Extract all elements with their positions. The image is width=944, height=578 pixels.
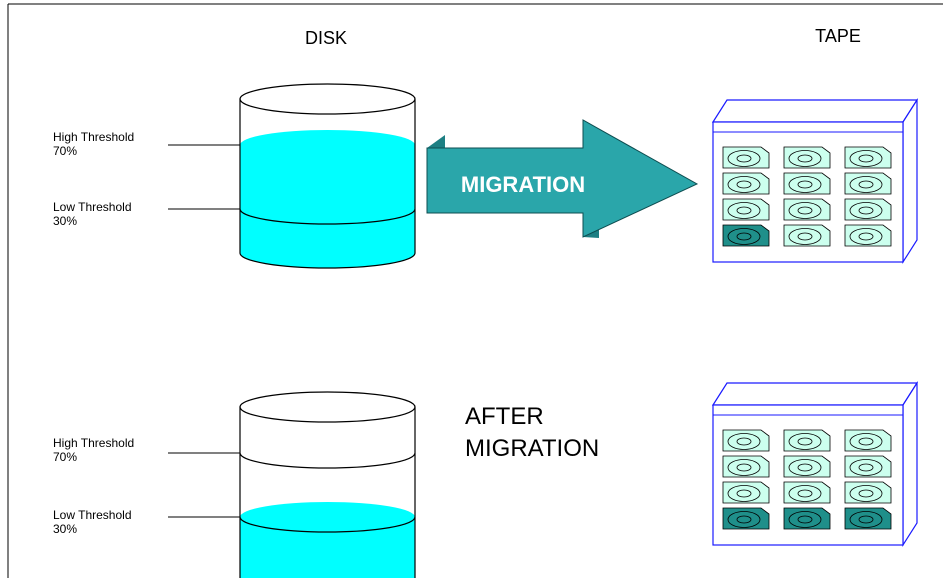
migration-label: MIGRATION (461, 172, 585, 197)
low-threshold-label-top: Low Threshold (53, 200, 132, 214)
tape-cartridge (783, 198, 831, 221)
tape-cartridge (783, 507, 831, 530)
tape-reel-icon (788, 202, 822, 219)
tape-cartridge (844, 455, 892, 478)
disk-top-cap (239, 83, 416, 115)
tape-cartridge (844, 172, 892, 195)
low-threshold-value-top: 30% (53, 214, 77, 228)
tape-cartridge (722, 172, 770, 195)
tape-cartridge (844, 198, 892, 221)
disk-top-cap-bottom (239, 391, 416, 423)
tape-reel-icon (849, 511, 883, 528)
tape-reel-icon (727, 459, 761, 476)
tape-reel-icon (849, 433, 883, 450)
library-top-face (711, 99, 919, 123)
tape-reel-icon (727, 176, 761, 193)
tape-reel-icon (849, 459, 883, 476)
tape-cartridge (722, 146, 770, 169)
tape-cartridge (844, 224, 892, 247)
tape-cartridge (783, 455, 831, 478)
disk-high-level-line-bottom (239, 452, 416, 469)
library-side-face (902, 380, 918, 548)
tape-cartridge (783, 146, 831, 169)
high-threshold-value-top: 70% (53, 144, 77, 158)
tape-reel-icon (727, 202, 761, 219)
disk-bottom-edge (239, 252, 416, 269)
tape-reel-icon (849, 202, 883, 219)
tape-reel-icon (788, 485, 822, 502)
tape-cartridge (844, 481, 892, 504)
library-side-face (902, 97, 918, 265)
disk-low-level-line (239, 208, 416, 225)
tape-cartridge (844, 507, 892, 530)
tape-reel-icon (788, 176, 822, 193)
high-threshold-value-bottom: 70% (53, 450, 77, 464)
tape-cartridge (844, 429, 892, 452)
tape-reel-icon (727, 433, 761, 450)
tape-reel-icon (727, 511, 761, 528)
tape-cartridge (783, 429, 831, 452)
low-threshold-value-bottom: 30% (53, 522, 77, 536)
tape-cartridge (783, 172, 831, 195)
tape-cartridge (722, 198, 770, 221)
tape-reel-icon (788, 511, 822, 528)
tape-reel-icon (788, 459, 822, 476)
tape-reel-icon (727, 228, 761, 245)
tape-reel-icon (727, 485, 761, 502)
tape-cartridge (783, 481, 831, 504)
high-threshold-label-bottom: High Threshold (53, 436, 134, 450)
library-top-face (711, 382, 919, 406)
tape-reel-icon (788, 228, 822, 245)
disk-cylinder-bottom (239, 391, 416, 578)
tape-cartridge (722, 507, 770, 530)
tape-reel-icon (727, 150, 761, 167)
tape-cartridge (783, 224, 831, 247)
arrow-body (426, 119, 699, 238)
tape-cartridge (722, 481, 770, 504)
tape-cartridge (722, 455, 770, 478)
disk-fill-surface (240, 130, 415, 160)
tape-reel-icon (849, 150, 883, 167)
low-threshold-label-bottom: Low Threshold (53, 508, 132, 522)
disk-cylinder-top (239, 83, 416, 269)
tape-heading: TAPE (815, 26, 861, 46)
disk-low-level-line-bottom (239, 516, 416, 533)
after-migration-caption-line1: AFTER (465, 403, 544, 430)
disk-fill-bottom-cap (240, 238, 415, 268)
tape-reel-icon (849, 485, 883, 502)
tape-library-top (711, 97, 919, 265)
tape-reel-icon (849, 228, 883, 245)
tape-reel-icon (849, 176, 883, 193)
tape-reel-icon (788, 433, 822, 450)
tape-cartridge (844, 146, 892, 169)
disk-fill-bottom-surface (240, 502, 415, 532)
high-threshold-label-top: High Threshold (53, 130, 134, 144)
tape-library-bottom (711, 380, 919, 548)
tape-cartridge (722, 429, 770, 452)
tape-reel-icon (788, 150, 822, 167)
tape-cartridge (722, 224, 770, 247)
after-migration-caption-line2: MIGRATION (465, 435, 599, 462)
migration-arrow: MIGRATION (426, 119, 699, 238)
disk-heading: DISK (305, 28, 347, 48)
disk-fill-top (240, 145, 415, 253)
